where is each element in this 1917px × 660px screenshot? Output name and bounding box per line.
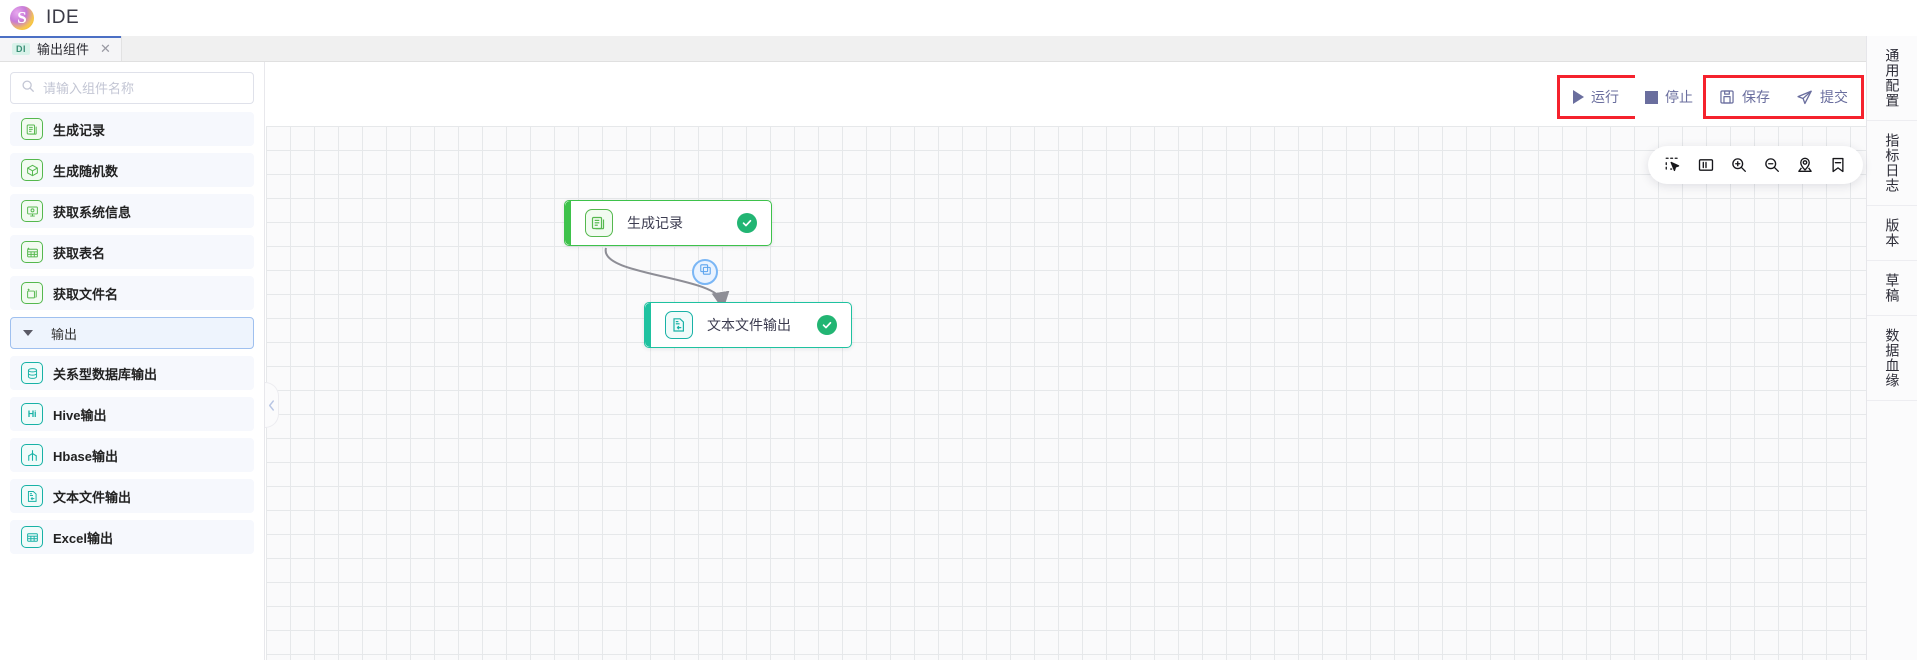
submit-button[interactable]: 提交 [1783,78,1861,116]
save-button-label: 保存 [1742,89,1770,105]
rail-tab-general-config[interactable]: 通用配置 [1867,36,1917,121]
search-icon [21,79,35,98]
search-input[interactable] [43,80,243,96]
component-item-label: 生成记录 [53,122,106,138]
tab-label: 输出组件 [37,42,90,57]
component-item-generate-random[interactable]: 生成随机数 [10,153,254,187]
swirl-logo-icon: S [10,5,34,30]
excel-icon [21,526,43,548]
text-file-out-icon [665,311,693,339]
component-item-label: Excel输出 [53,530,113,546]
fit-layout-icon[interactable] [1693,152,1719,178]
canvas-toolbar [1648,146,1863,184]
zoom-in-icon[interactable] [1726,152,1752,178]
database-icon [21,362,43,384]
table-name-icon [21,241,43,263]
component-item-label: 文本文件输出 [53,489,132,505]
edge-badge-copy-layers[interactable] [692,259,718,285]
rail-tab-draft[interactable]: 草稿 [1867,261,1917,316]
run-button[interactable]: 运行 [1560,78,1632,116]
hive-icon: Hi [21,403,43,425]
panel-collapse-handle[interactable] [265,382,279,428]
component-group-output[interactable]: 输出 [10,317,254,349]
component-item-label: 生成随机数 [53,163,119,179]
text-file-out-icon [21,485,43,507]
save-button[interactable]: 保存 [1706,78,1783,116]
canvas-node-generate-record[interactable]: 生成记录 [564,200,772,246]
component-item-label: 获取表名 [53,245,106,261]
file-name-icon [21,282,43,304]
component-group-label: 输出 [51,326,78,342]
stop-icon [1645,90,1658,104]
node-accent-bar [645,303,651,347]
stop-button-group: 停止 [1632,78,1706,116]
component-item-text-file-output[interactable]: 文本文件输出 [10,479,254,513]
component-item-label: 获取文件名 [53,286,119,302]
node-label: 生成记录 [627,215,683,231]
tab-output-component[interactable]: DI 输出组件 ✕ [0,36,122,61]
component-item-rdb-output[interactable]: 关系型数据库输出 [10,356,254,390]
check-circle-icon [737,213,757,233]
run-button-highlight: 运行 [1557,75,1635,119]
component-item-generate-record[interactable]: 生成记录 [10,112,254,146]
rail-tab-data-lineage[interactable]: 数据血缘 [1867,316,1917,401]
save-submit-highlight: 保存 提交 [1703,75,1864,119]
component-item-label: 获取系统信息 [53,204,132,220]
component-item-system-info[interactable]: 获取系统信息 [10,194,254,228]
play-icon [1573,90,1584,104]
component-item-hive-output[interactable]: Hi Hive输出 [10,397,254,431]
stop-button-label: 停止 [1665,89,1693,105]
caret-down-icon [23,330,33,336]
hbase-icon [21,444,43,466]
rail-tab-label: 通用配置 [1884,48,1901,108]
search-container [0,62,264,112]
component-item-label: 关系型数据库输出 [53,366,158,382]
canvas-node-text-file-output[interactable]: 文本文件输出 [644,302,852,348]
flow-canvas[interactable]: 生成记录 文本文件输出 [266,126,1866,660]
node-accent-bar [565,201,571,245]
check-circle-icon [817,315,837,335]
component-item-table-name[interactable]: 获取表名 [10,235,254,269]
close-icon[interactable]: ✕ [100,41,111,56]
document-copy-icon [585,209,613,237]
component-panel: 生成记录 生成随机数 [0,62,265,660]
rail-tab-label: 草稿 [1884,273,1901,303]
rail-tab-metrics-log[interactable]: 指标日志 [1867,121,1917,206]
node-label: 文本文件输出 [707,317,791,333]
component-list: 生成记录 生成随机数 [0,112,264,554]
rail-tab-label: 版本 [1884,218,1901,248]
document-copy-icon [21,118,43,140]
rail-tab-version[interactable]: 版本 [1867,206,1917,261]
component-item-label: Hbase输出 [53,448,119,464]
rail-tab-label: 指标日志 [1884,133,1901,193]
component-item-hbase-output[interactable]: Hbase输出 [10,438,254,472]
copy-layers-icon [699,263,712,281]
run-button-label: 运行 [1591,89,1619,105]
stop-button[interactable]: 停止 [1632,78,1706,116]
zoom-out-icon[interactable] [1759,152,1785,178]
component-item-excel-output[interactable]: Excel输出 [10,520,254,554]
save-icon [1719,89,1735,105]
monitor-info-icon [21,200,43,222]
app-title: IDE [46,6,80,28]
bookmark-icon[interactable] [1825,152,1851,178]
tab-strip: DI 输出组件 ✕ [0,36,1917,62]
send-icon [1796,89,1813,106]
edge-layer [604,247,730,310]
submit-button-label: 提交 [1820,89,1848,105]
dice-icon [21,159,43,181]
right-tab-rail: 通用配置 指标日志 版本 草稿 数据血缘 [1866,36,1917,660]
component-item-label: Hive输出 [53,407,107,423]
marquee-select-icon[interactable] [1660,152,1686,178]
rail-tab-label: 数据血缘 [1884,328,1901,388]
action-toolbar: 运行 停止 保存 [1557,75,1864,119]
tab-type-badge: DI [12,42,30,55]
search-box[interactable] [10,72,254,104]
locate-icon[interactable] [1792,152,1818,178]
component-item-file-name[interactable]: 获取文件名 [10,276,254,310]
tab-strip-spacer [121,36,1873,61]
app-header: S IDE [0,0,1917,36]
